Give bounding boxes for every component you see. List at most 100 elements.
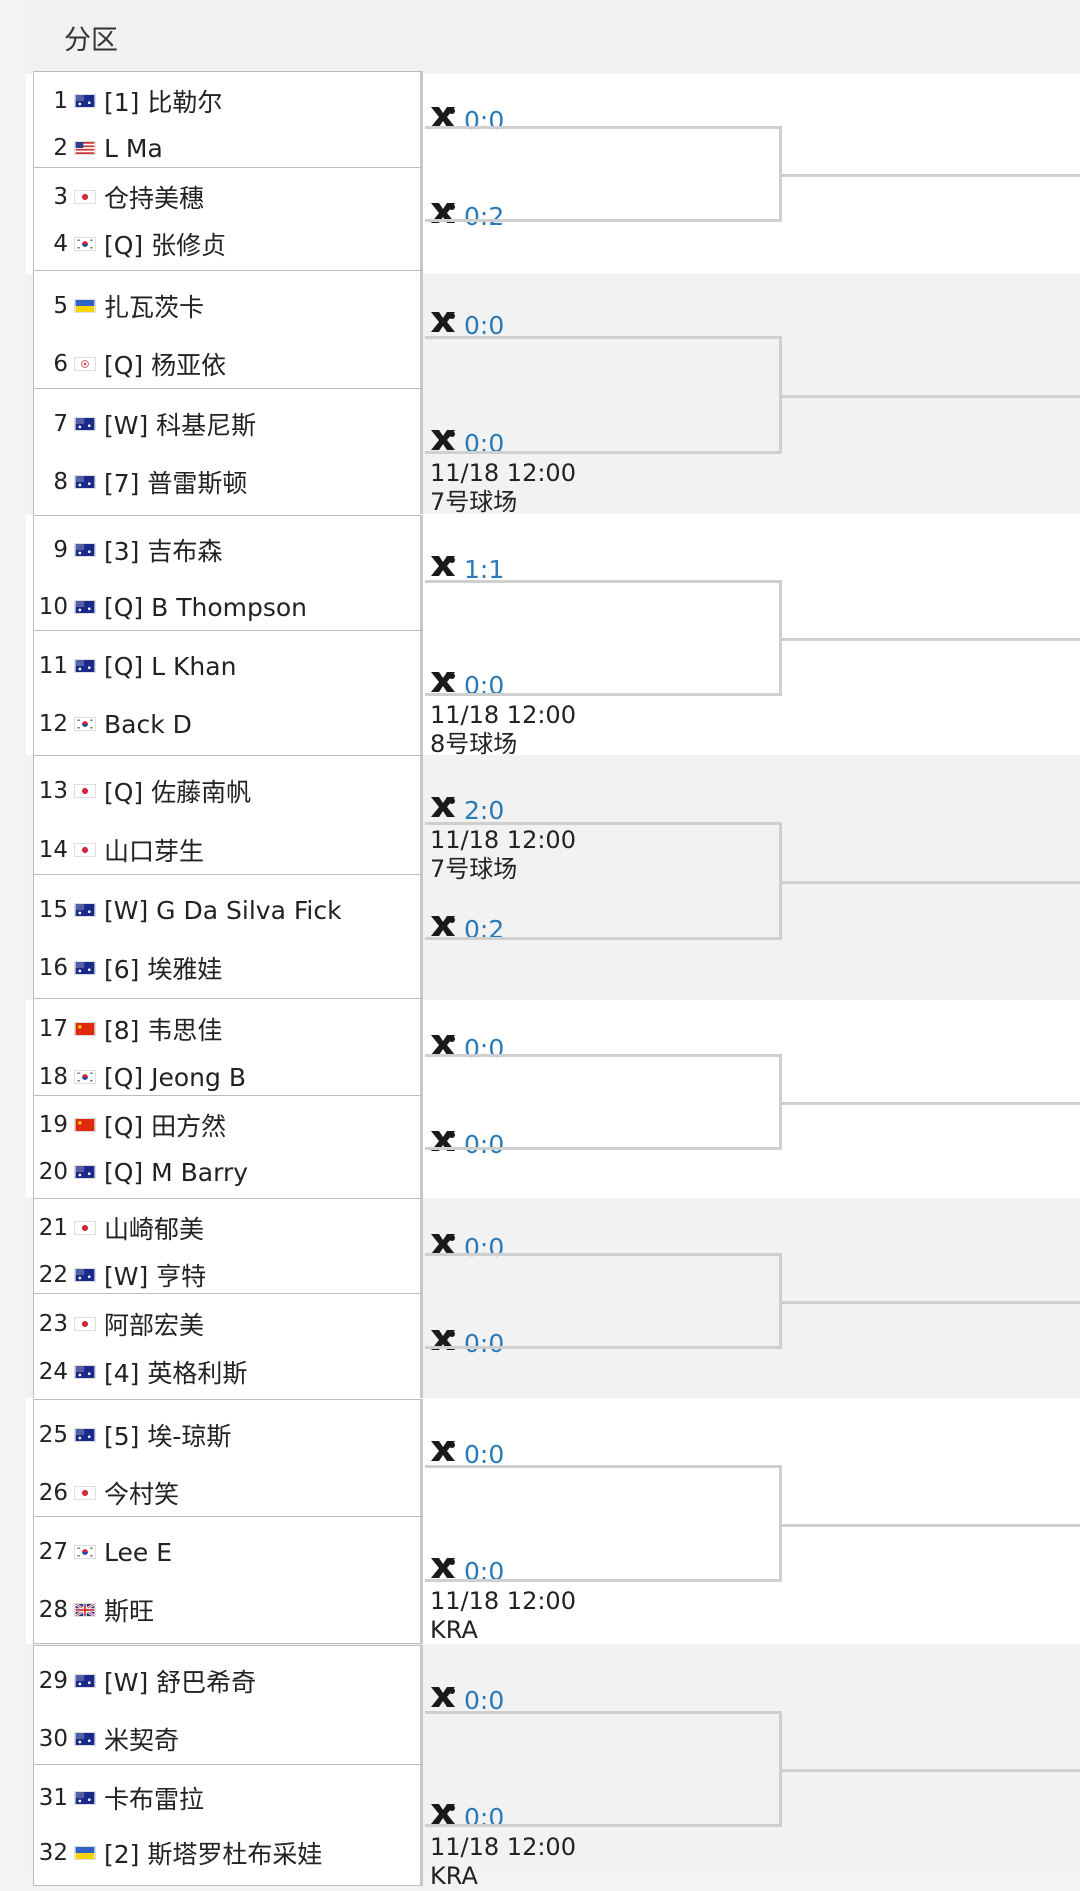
match-stats-icon[interactable]: [428, 1325, 464, 1361]
player-name[interactable]: 阿部宏美: [104, 1311, 205, 1340]
match-score[interactable]: 0:2: [428, 911, 504, 947]
player-row[interactable]: 6[Q] 杨亚依: [34, 346, 420, 382]
player-row[interactable]: 32[2] 斯塔罗杜布采娃: [34, 1835, 420, 1871]
player-row[interactable]: 19[Q] 田方然: [34, 1107, 420, 1143]
match-stats-icon[interactable]: [428, 667, 464, 703]
player-row[interactable]: 15[W] G Da Silva Fick: [34, 892, 420, 928]
match-score[interactable]: 0:0: [428, 102, 504, 138]
player-row[interactable]: 10[Q] B Thompson: [34, 589, 420, 625]
player-row[interactable]: 25[5] 埃-琼斯: [34, 1417, 420, 1453]
player-row[interactable]: 7[W] 科基尼斯: [34, 406, 420, 442]
player-name[interactable]: [1] 比勒尔: [104, 88, 223, 117]
player-name[interactable]: L Ma: [104, 133, 163, 163]
player-row[interactable]: 9[3] 吉布森: [34, 532, 420, 568]
player-name[interactable]: [W] 舒巴希奇: [104, 1668, 257, 1697]
player-name[interactable]: [5] 埃-琼斯: [104, 1422, 232, 1451]
player-name[interactable]: [W] 科基尼斯: [104, 411, 257, 440]
match-stats-icon[interactable]: [428, 1030, 464, 1066]
player-name[interactable]: [Q] M Barry: [104, 1157, 249, 1187]
score-value[interactable]: 0:0: [464, 1685, 505, 1715]
match-score[interactable]: 0:0: [428, 1325, 504, 1361]
player-name[interactable]: [Q] 佐藤南帆: [104, 778, 252, 807]
match-stats-icon[interactable]: [428, 307, 464, 343]
player-name[interactable]: [Q] Jeong B: [104, 1062, 246, 1092]
match-stats-icon[interactable]: [428, 1682, 464, 1718]
player-row[interactable]: 4[Q] 张修贞: [34, 226, 420, 262]
player-name[interactable]: Back D: [104, 709, 192, 739]
player-row[interactable]: 16[6] 埃雅娃: [34, 950, 420, 986]
player-name[interactable]: [7] 普雷斯顿: [104, 469, 248, 498]
match-stats-icon[interactable]: [428, 551, 464, 587]
player-row[interactable]: 22[W] 亨特: [34, 1257, 420, 1293]
player-row[interactable]: 8[7] 普雷斯顿: [34, 464, 420, 500]
score-value[interactable]: 0:0: [464, 1439, 505, 1469]
match-stats-icon[interactable]: [428, 911, 464, 947]
score-value[interactable]: 0:0: [464, 1328, 505, 1358]
player-name[interactable]: [W] 亨特: [104, 1262, 207, 1291]
match-stats-icon[interactable]: [428, 792, 464, 828]
match-score[interactable]: 2:0: [428, 792, 504, 828]
player-name[interactable]: 山口芽生: [104, 837, 205, 866]
score-value[interactable]: 0:0: [464, 105, 505, 135]
match-score[interactable]: 0:0: [428, 1126, 504, 1162]
score-value[interactable]: 2:0: [464, 795, 505, 825]
player-name[interactable]: 米契奇: [104, 1726, 180, 1755]
score-value[interactable]: 1:1: [464, 554, 505, 584]
player-name[interactable]: 扎瓦茨卡: [104, 293, 205, 322]
player-name[interactable]: 山崎郁美: [104, 1215, 205, 1244]
match-stats-icon[interactable]: [428, 1799, 464, 1835]
player-row[interactable]: 13[Q] 佐藤南帆: [34, 773, 420, 809]
player-row[interactable]: 18[Q] Jeong B: [34, 1059, 420, 1095]
player-row[interactable]: 20[Q] M Barry: [34, 1154, 420, 1190]
player-name[interactable]: Lee E: [104, 1537, 172, 1567]
match-stats-icon[interactable]: [428, 102, 464, 138]
match-score[interactable]: 0:0: [428, 1030, 504, 1066]
match-score[interactable]: 0:0: [428, 1799, 504, 1835]
match-score[interactable]: 0:2: [428, 198, 504, 234]
match-score[interactable]: 1:1: [428, 551, 504, 587]
match-stats-icon[interactable]: [428, 198, 464, 234]
score-value[interactable]: 0:0: [464, 1802, 505, 1832]
score-value[interactable]: 0:0: [464, 310, 505, 340]
score-value[interactable]: 0:0: [464, 1033, 505, 1063]
match-stats-icon[interactable]: [428, 425, 464, 461]
player-name[interactable]: 今村笑: [104, 1480, 180, 1509]
match-score[interactable]: 0:0: [428, 1682, 504, 1718]
match-score[interactable]: 0:0: [428, 307, 504, 343]
score-value[interactable]: 0:0: [464, 1129, 505, 1159]
match-stats-icon[interactable]: [428, 1126, 464, 1162]
player-name[interactable]: [4] 英格利斯: [104, 1359, 248, 1388]
player-row[interactable]: 29[W] 舒巴希奇: [34, 1663, 420, 1699]
player-name[interactable]: 斯旺: [104, 1597, 155, 1626]
player-row[interactable]: 17[8] 韦思佳: [34, 1011, 420, 1047]
match-score[interactable]: 0:0: [428, 1229, 504, 1265]
player-name[interactable]: [Q] 田方然: [104, 1112, 227, 1141]
player-name[interactable]: [Q] 张修贞: [104, 231, 227, 260]
player-name[interactable]: [Q] B Thompson: [104, 592, 308, 622]
player-name[interactable]: 卡布雷拉: [104, 1785, 205, 1814]
player-name[interactable]: 仓持美穗: [104, 184, 205, 213]
player-name[interactable]: [2] 斯塔罗杜布采娃: [104, 1840, 323, 1869]
player-name[interactable]: [W] G Da Silva Fick: [104, 895, 342, 925]
match-stats-icon[interactable]: [428, 1436, 464, 1472]
match-score[interactable]: 0:0: [428, 1436, 504, 1472]
player-name[interactable]: [8] 韦思佳: [104, 1016, 223, 1045]
player-name[interactable]: [3] 吉布森: [104, 537, 223, 566]
player-row[interactable]: 24[4] 英格利斯: [34, 1354, 420, 1390]
player-name[interactable]: [6] 埃雅娃: [104, 955, 223, 984]
match-stats-icon[interactable]: [428, 1229, 464, 1265]
player-row[interactable]: 1[1] 比勒尔: [34, 83, 420, 119]
player-name[interactable]: [Q] L Khan: [104, 651, 237, 681]
